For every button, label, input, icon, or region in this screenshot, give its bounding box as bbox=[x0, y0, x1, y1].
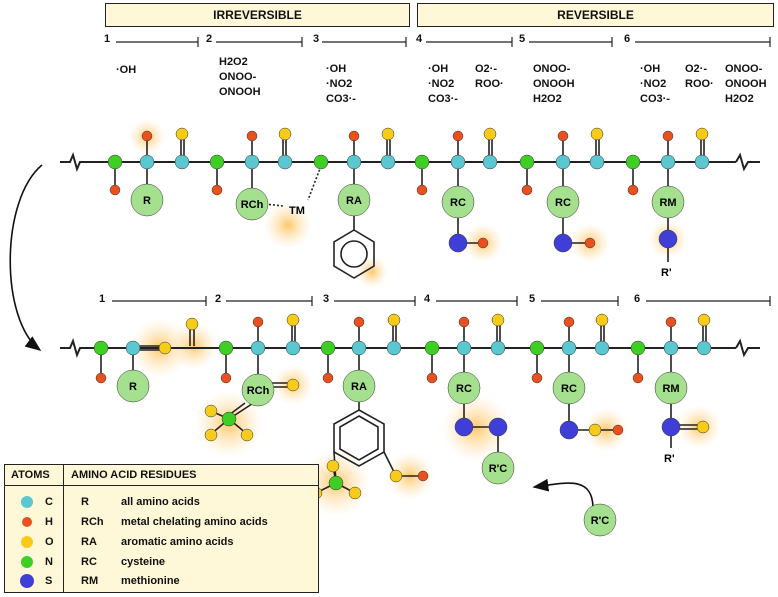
residue-label: RCh bbox=[241, 199, 264, 211]
legend-row: O RA aromatic amino acids bbox=[5, 534, 318, 550]
residue-label: RM bbox=[659, 197, 676, 209]
hydrogen-dot-icon bbox=[22, 517, 32, 527]
residue-code: RM bbox=[81, 575, 99, 587]
legend-col-residues: AMINO ACID RESIDUES bbox=[71, 469, 197, 481]
header-irreversible: IRREVERSIBLE bbox=[105, 3, 410, 27]
legend-row: H RCh metal chelating amino acids bbox=[5, 514, 318, 530]
residue-label: RCh bbox=[247, 385, 270, 397]
legend: ATOMS AMINO ACID RESIDUES C R all amino … bbox=[4, 464, 319, 593]
bottom-step-number: 2 bbox=[215, 293, 222, 305]
atom-symbol: O bbox=[45, 536, 54, 548]
residue-label: R bbox=[129, 381, 137, 393]
r-prime-label: R' bbox=[664, 453, 675, 465]
residue-desc: cysteine bbox=[121, 556, 166, 568]
sulfur-dot-icon bbox=[20, 574, 34, 588]
bottom-atoms bbox=[93, 313, 712, 537]
curved-arrow-left bbox=[9, 164, 43, 351]
residue-label: R'C bbox=[591, 515, 610, 527]
bottom-step-number: 5 bbox=[529, 293, 536, 305]
residue-label: R'C bbox=[489, 463, 508, 475]
residue-code: RA bbox=[81, 536, 97, 548]
r-prime-label: R' bbox=[661, 267, 672, 279]
residue-code: RCh bbox=[81, 516, 104, 528]
legend-row: N RC cysteine bbox=[5, 554, 318, 570]
bottom-step-number: 3 bbox=[323, 293, 330, 305]
residue-label: RC bbox=[450, 197, 466, 209]
top-step-number: 4 bbox=[416, 33, 423, 45]
residue-desc: all amino acids bbox=[121, 496, 200, 508]
legend-row: S RM methionine bbox=[5, 573, 318, 589]
residue-desc: metal chelating amino acids bbox=[121, 516, 268, 528]
top-step-number: 1 bbox=[104, 33, 111, 45]
atom-symbol: S bbox=[45, 575, 53, 587]
legend-row: C R all amino acids bbox=[5, 494, 318, 510]
species-step-1: ·OH bbox=[116, 64, 137, 76]
tm-label: TM bbox=[289, 205, 305, 217]
residue-label: RC bbox=[561, 383, 577, 395]
top-step-number: 2 bbox=[206, 33, 213, 45]
residue-label: RC bbox=[555, 197, 571, 209]
species-step-6b: O2·-ROO· bbox=[685, 63, 714, 90]
atom-symbol: C bbox=[45, 496, 53, 508]
oxidation-glows-top bbox=[129, 119, 688, 288]
bottom-step-number: 4 bbox=[424, 293, 431, 305]
residue-code: RC bbox=[81, 556, 97, 568]
backbone-bottom bbox=[60, 338, 760, 358]
top-step-number: 3 bbox=[313, 33, 320, 45]
legend-divider-h bbox=[5, 485, 318, 486]
residue-label: RM bbox=[662, 383, 679, 395]
residue-label: RA bbox=[346, 195, 362, 207]
top-row bbox=[114, 136, 705, 279]
header-reversible: REVERSIBLE bbox=[417, 3, 774, 27]
residue-desc: aromatic amino acids bbox=[121, 536, 234, 548]
legend-col-atoms: ATOMS bbox=[11, 469, 50, 481]
top-step-number: 6 bbox=[624, 33, 631, 45]
residue-label: R bbox=[143, 195, 151, 207]
species-step-4b: O2·-ROO· bbox=[475, 63, 504, 90]
carbon-dot-icon bbox=[21, 496, 33, 508]
top-atoms bbox=[107, 127, 710, 253]
legend-divider-v bbox=[63, 465, 64, 592]
bottom-residue-labels: R RCh RA RC R'C RC RM R'C R' bbox=[129, 381, 680, 527]
top-step-number: 5 bbox=[519, 33, 526, 45]
bottom-step-number: 1 bbox=[99, 293, 106, 305]
residue-label: RA bbox=[351, 381, 367, 393]
atom-symbol: N bbox=[45, 556, 53, 568]
residue-desc: methionine bbox=[121, 575, 180, 587]
bottom-step-bars bbox=[112, 296, 771, 306]
top-residue-labels: R RCh RA RC RC RM TM R' bbox=[143, 195, 677, 279]
residue-label: RC bbox=[456, 383, 472, 395]
backbone-top bbox=[60, 152, 760, 172]
residue-code: R bbox=[81, 496, 89, 508]
bottom-step-number: 6 bbox=[634, 293, 641, 305]
top-step-bars bbox=[116, 37, 771, 47]
nitrogen-dot-icon bbox=[21, 556, 33, 568]
oxygen-dot-icon bbox=[21, 536, 33, 548]
atom-symbol: H bbox=[45, 516, 53, 528]
curved-arrow-rc bbox=[532, 478, 594, 508]
